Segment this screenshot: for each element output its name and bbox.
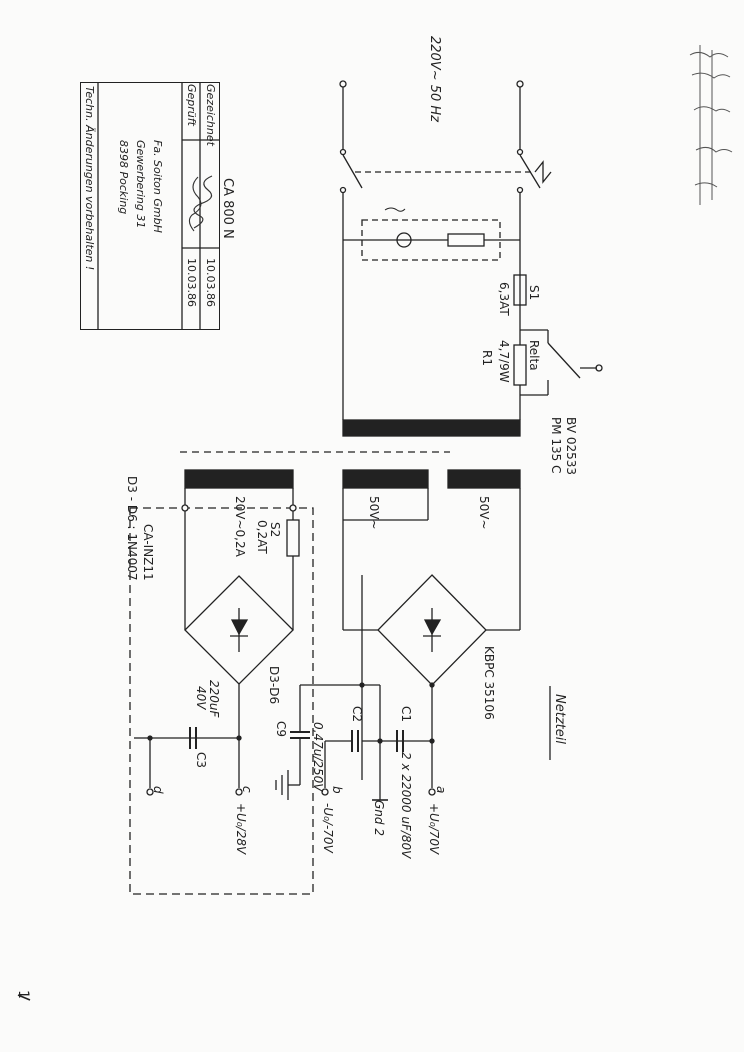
section-title: Netzteil: [552, 694, 567, 744]
capacitor-c1-label: C1: [399, 706, 413, 723]
checked-label: Geprüft: [185, 84, 198, 126]
resistor-r1-symbol: [513, 344, 527, 386]
drawn-label: Gezeichnet: [204, 84, 217, 146]
output-a-letter: a: [434, 786, 448, 794]
mains-voltage-label: 220V~ 50 Hz: [427, 36, 442, 123]
transformer-type-label: PM 135 C: [549, 417, 563, 474]
mains-terminal-right: [516, 80, 524, 88]
title-block: [80, 82, 220, 330]
handwritten-scribble: [689, 45, 733, 205]
company-line-2: Gewerbering 31: [134, 140, 147, 229]
capacitor-c9: [275, 684, 362, 800]
capacitor-c3-value-b: 40V: [194, 686, 208, 710]
capacitor-c3-value-a: 220uF: [207, 680, 221, 718]
main-rectifier: [342, 488, 521, 780]
relay-contact-blade: [547, 342, 581, 379]
fuse-s2-symbol: [286, 519, 300, 557]
signature-drawn: [193, 175, 213, 229]
transformer-secondary-winding-main-a: [342, 469, 429, 489]
title-block-grid: [97, 82, 220, 330]
output-terminal-a[interactable]: [428, 788, 436, 796]
relay-label: Relta: [527, 340, 541, 371]
module-name-label: CA-INZ11: [141, 524, 155, 581]
page-number: 1: [15, 990, 31, 999]
fuse-s2-rating: 0,2AT: [255, 520, 269, 554]
change-note: Techn. Änderungen vorbehalten !: [83, 86, 96, 271]
module-ca-inz11-outline: [129, 507, 314, 895]
bridge-main-label: KBPC 35106: [482, 646, 496, 720]
module-diodes-label: D3 - D6 : 1N4007: [125, 476, 139, 581]
output-terminal-b[interactable]: [321, 788, 329, 796]
resistor-r1-value: 4,7/9W: [497, 340, 511, 383]
output-a-label: +U₀/70V: [427, 803, 441, 855]
capacitor-c9-label: C9: [274, 721, 288, 738]
company-line-1: Fa. Soiton GmbH: [151, 140, 164, 233]
company-line-3: 8398 Pocking: [117, 140, 130, 215]
capacitor-c1c2-value: 2 x 22000 uF/80V: [399, 752, 413, 859]
signature-checked: [188, 176, 202, 232]
gnd-label: Gnd 2: [372, 800, 386, 836]
output-terminal-d[interactable]: [146, 788, 154, 796]
secondary-main-a-label: 50V~: [477, 496, 491, 530]
mains-primary: [339, 80, 603, 437]
output-b-label: -U₀/-70V: [321, 803, 335, 853]
page-mark: [17, 994, 31, 1001]
capacitor-c2-label: C2: [350, 706, 364, 723]
output-b-letter: b: [330, 786, 344, 794]
filter-capacitors: [325, 682, 435, 752]
secondary-aux-label: 20V~0,2A: [233, 496, 247, 557]
output-c-letter: c: [240, 786, 254, 793]
mains-switch-blade-left: [342, 154, 363, 189]
drawing-number: CA 800 N: [220, 178, 235, 239]
aux-rectifier: [134, 488, 300, 788]
bridge-aux-label: D3-D6: [267, 666, 281, 705]
checked-date: 10.03.86: [185, 258, 198, 307]
transformer-part-label: BV 02533: [564, 417, 578, 476]
resistor-r1-name: R1: [480, 350, 494, 366]
drawn-date: 10.03.86: [204, 258, 217, 307]
fuse-s1-rating: 6,3AT: [497, 282, 511, 316]
fuse-s1-name: S1: [527, 285, 541, 301]
lamp-glow-mark: [384, 207, 406, 212]
mains-terminal-left: [339, 80, 347, 88]
lamp-resistor: [447, 233, 485, 247]
capacitor-c3-label: C3: [194, 752, 208, 769]
output-terminal-c[interactable]: [235, 788, 243, 796]
capacitor-c9-value: 0,47u/250V: [311, 722, 325, 792]
fuse-s2-name: S2: [268, 522, 282, 538]
transformer-secondary-winding-main-b: [447, 469, 521, 489]
output-c-label: +U₀/28V: [234, 803, 248, 855]
output-d-letter: d: [151, 786, 165, 794]
relay-terminal: [595, 364, 603, 372]
transformer-secondary-winding-aux: [184, 469, 294, 489]
transformer-primary-winding: [342, 419, 521, 437]
secondary-main-b-label: 50V~: [367, 496, 381, 530]
